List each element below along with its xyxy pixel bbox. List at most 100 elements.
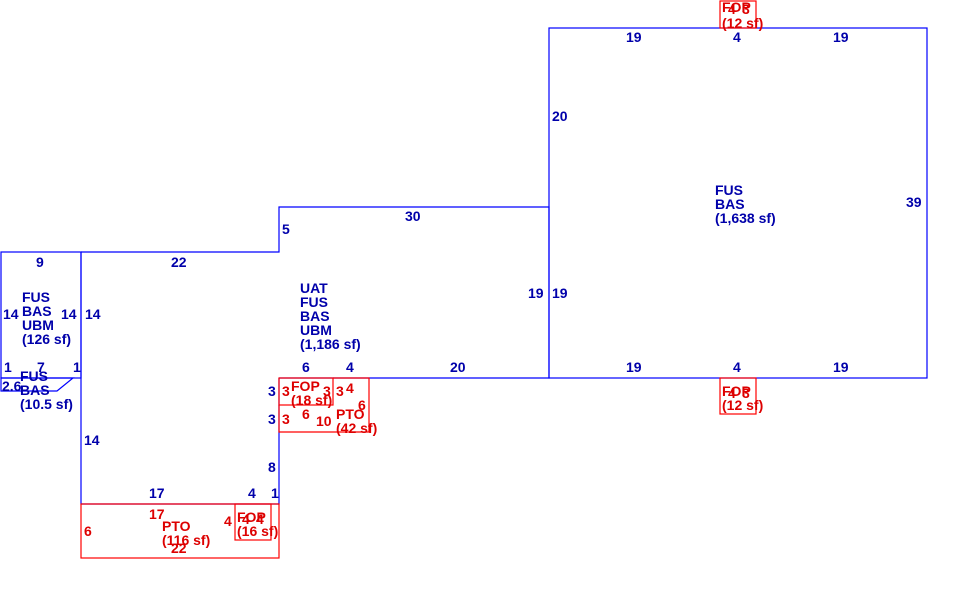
porch-outlines	[80, 0, 757, 559]
area-size: (1,638 sf)	[715, 210, 776, 226]
dimension-label: 4	[224, 513, 232, 529]
dimension-label: 19	[833, 29, 849, 45]
area-label-fop-bottom: FOP 4 4 (16 sf)	[237, 509, 278, 539]
area-size: (12 sf)	[722, 397, 763, 413]
dimension-label: 4	[728, 1, 736, 17]
dimension-label: 6	[84, 523, 92, 539]
area-code: UAT	[300, 280, 328, 296]
dimension-label: 30	[405, 208, 421, 224]
living-dimension-labels: 19 4 19 20 39 30 5 19 19 19 4 19 6 4 20 …	[2, 29, 922, 501]
dimension-label: 4	[346, 380, 354, 396]
dimension-label: 19	[833, 359, 849, 375]
dimension-label: 20	[450, 359, 466, 375]
dimension-label: 3	[268, 383, 276, 399]
dimension-label: 14	[85, 306, 101, 322]
dimension-label: 3	[336, 383, 344, 399]
area-code: UBM	[22, 317, 54, 333]
dimension-label: 20	[552, 108, 568, 124]
area-size: (18 sf)	[291, 392, 332, 408]
fop-top-block	[719, 0, 757, 29]
area-label-fop-mid: FOP (18 sf)	[291, 378, 332, 408]
dimension-label: 17	[149, 506, 165, 522]
dimension-label: 6	[302, 359, 310, 375]
left-small-block	[0, 377, 75, 392]
area-label-fop-right: FOP 4 3 (12 sf)	[722, 383, 763, 413]
area-code: FUS	[22, 289, 50, 305]
area-size: (1,186 sf)	[300, 336, 361, 352]
dimension-label: 5	[282, 221, 290, 237]
dimension-label: 1	[73, 359, 81, 375]
porch-dimension-labels: 3 3 3 6 4 6 10 3 17 6 22 4	[84, 380, 366, 556]
dimension-label: 19	[528, 285, 544, 301]
dimension-label: 22	[171, 254, 187, 270]
area-code: FUS	[300, 294, 328, 310]
dimension-label: 17	[149, 485, 165, 501]
area-code: PTO	[162, 518, 191, 534]
dimension-label: 14	[84, 432, 100, 448]
area-label-main-upper: FUS BAS (1,638 sf)	[715, 182, 776, 226]
area-size: (16 sf)	[237, 523, 278, 539]
living-area-outlines	[0, 27, 928, 505]
area-code: FUS	[715, 182, 743, 198]
dimension-label: 4	[346, 359, 354, 375]
center-block	[81, 206, 550, 379]
area-size: (10.5 sf)	[20, 396, 73, 412]
area-code: UBM	[300, 322, 332, 338]
dimension-label: 39	[906, 194, 922, 210]
dimension-label: 1	[4, 359, 12, 375]
area-size: (12 sf)	[722, 15, 763, 31]
fop-mid-block	[278, 377, 334, 406]
dimension-label: 4	[733, 29, 741, 45]
area-size: (126 sf)	[22, 331, 71, 347]
fop-right-block	[719, 377, 757, 415]
dimension-label: 19	[552, 285, 568, 301]
area-code: FOP	[291, 378, 320, 394]
dimension-label: 10	[316, 413, 332, 429]
pto-mid-block	[278, 377, 370, 433]
area-code: FUS	[20, 368, 48, 384]
area-code: BAS	[20, 382, 50, 398]
area-code: PTO	[336, 406, 365, 422]
dimension-label: 3	[742, 385, 750, 401]
dimension-label: 4	[242, 511, 250, 527]
dimension-label: 7	[37, 359, 45, 375]
area-label-pto-bottom: PTO (116 sf)	[162, 518, 210, 548]
dimension-label: 19	[626, 29, 642, 45]
dimension-label: 4	[728, 385, 736, 401]
dimension-label: 4	[248, 485, 256, 501]
dimension-label: 3	[268, 411, 276, 427]
area-code: FOP	[722, 0, 751, 15]
dimension-label: 6	[302, 406, 310, 422]
area-label-fop-top: FOP 4 3 (12 sf)	[722, 0, 763, 31]
dimension-label: 3	[282, 411, 290, 427]
lower-block	[80, 252, 280, 505]
dimension-label: 19	[626, 359, 642, 375]
dimension-label: 6	[358, 397, 366, 413]
dimension-label: 22	[171, 540, 187, 556]
area-label-left-small: FUS BAS (10.5 sf)	[20, 368, 73, 412]
pto-bottom-block	[80, 503, 280, 559]
dimension-label: 1	[271, 485, 279, 501]
area-code: FOP	[722, 383, 751, 399]
area-code: BAS	[22, 303, 52, 319]
dimension-label: 4	[733, 359, 741, 375]
fop-bottom-block	[234, 503, 272, 541]
dimension-label: 4	[256, 511, 264, 527]
area-size: (42 sf)	[336, 420, 377, 436]
area-code: BAS	[300, 308, 330, 324]
dimension-label: 8	[268, 459, 276, 475]
dimension-label: 3	[742, 1, 750, 17]
dimension-label: 14	[61, 306, 77, 322]
area-code: BAS	[715, 196, 745, 212]
area-label-left-wing: FUS BAS UBM (126 sf)	[22, 289, 71, 347]
area-size: (116 sf)	[162, 532, 210, 548]
area-code: FOP	[237, 509, 266, 525]
dimension-label: 9	[36, 254, 44, 270]
dimension-label: 2.6	[2, 378, 22, 394]
area-label-main-center: UAT FUS BAS UBM (1,186 sf)	[300, 280, 361, 352]
area-label-pto-mid: PTO (42 sf)	[336, 406, 377, 436]
dimension-label: 14	[3, 306, 19, 322]
dimension-label: 3	[323, 383, 331, 399]
dimension-label: 3	[282, 383, 290, 399]
